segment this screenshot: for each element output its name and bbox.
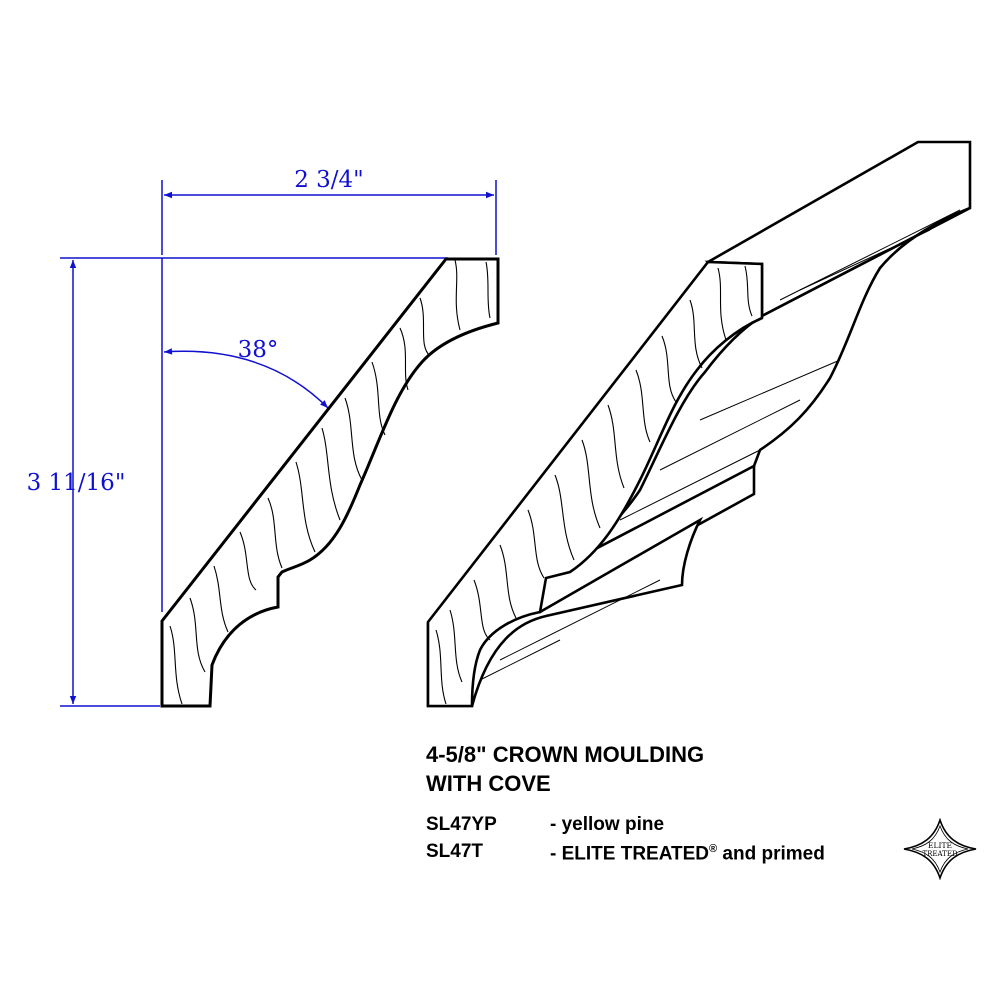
sku-description-tail: and primed (717, 843, 825, 865)
moulding-3d-view (426, 140, 972, 708)
sku-table: SL47YP - yellow pine SL47T - ELITE TREAT… (426, 812, 825, 866)
profile-grain (169, 259, 491, 705)
sku-description-main: - ELITE TREATED (550, 843, 710, 865)
profile-section (160, 257, 500, 708)
moulding-3d-grain (435, 209, 961, 705)
product-title-line2: WITH COVE (426, 771, 551, 796)
width-label: 2 3/4" (294, 167, 364, 193)
sku-row: SL47YP - yellow pine (426, 812, 825, 837)
sku-code: SL47T (426, 841, 484, 863)
svg-text:ELITE: ELITE (928, 841, 952, 850)
product-caption: 4-5/8" CROWN MOULDING WITH COVE SL47YP -… (426, 740, 825, 866)
angle-dimension: 38° (161, 258, 329, 612)
registered-mark: ® (709, 843, 718, 855)
sku-description: - ELITE TREATED® and primed (550, 837, 825, 866)
product-title-line1: 4-5/8" CROWN MOULDING (426, 742, 705, 767)
sku-row: SL47T - ELITE TREATED® and primed (426, 837, 825, 866)
angle-label: 38° (238, 337, 279, 363)
height-label: 3 11/16" (27, 470, 126, 496)
elite-treated-logo: ELITE TREATED (903, 818, 977, 880)
svg-text:TREATED: TREATED (922, 850, 958, 858)
sku-description: - yellow pine (550, 814, 665, 835)
sku-code: SL47YP (426, 814, 497, 835)
height-dimension: 3 11/16" (27, 257, 448, 707)
width-dimension: 2 3/4" (161, 167, 497, 255)
